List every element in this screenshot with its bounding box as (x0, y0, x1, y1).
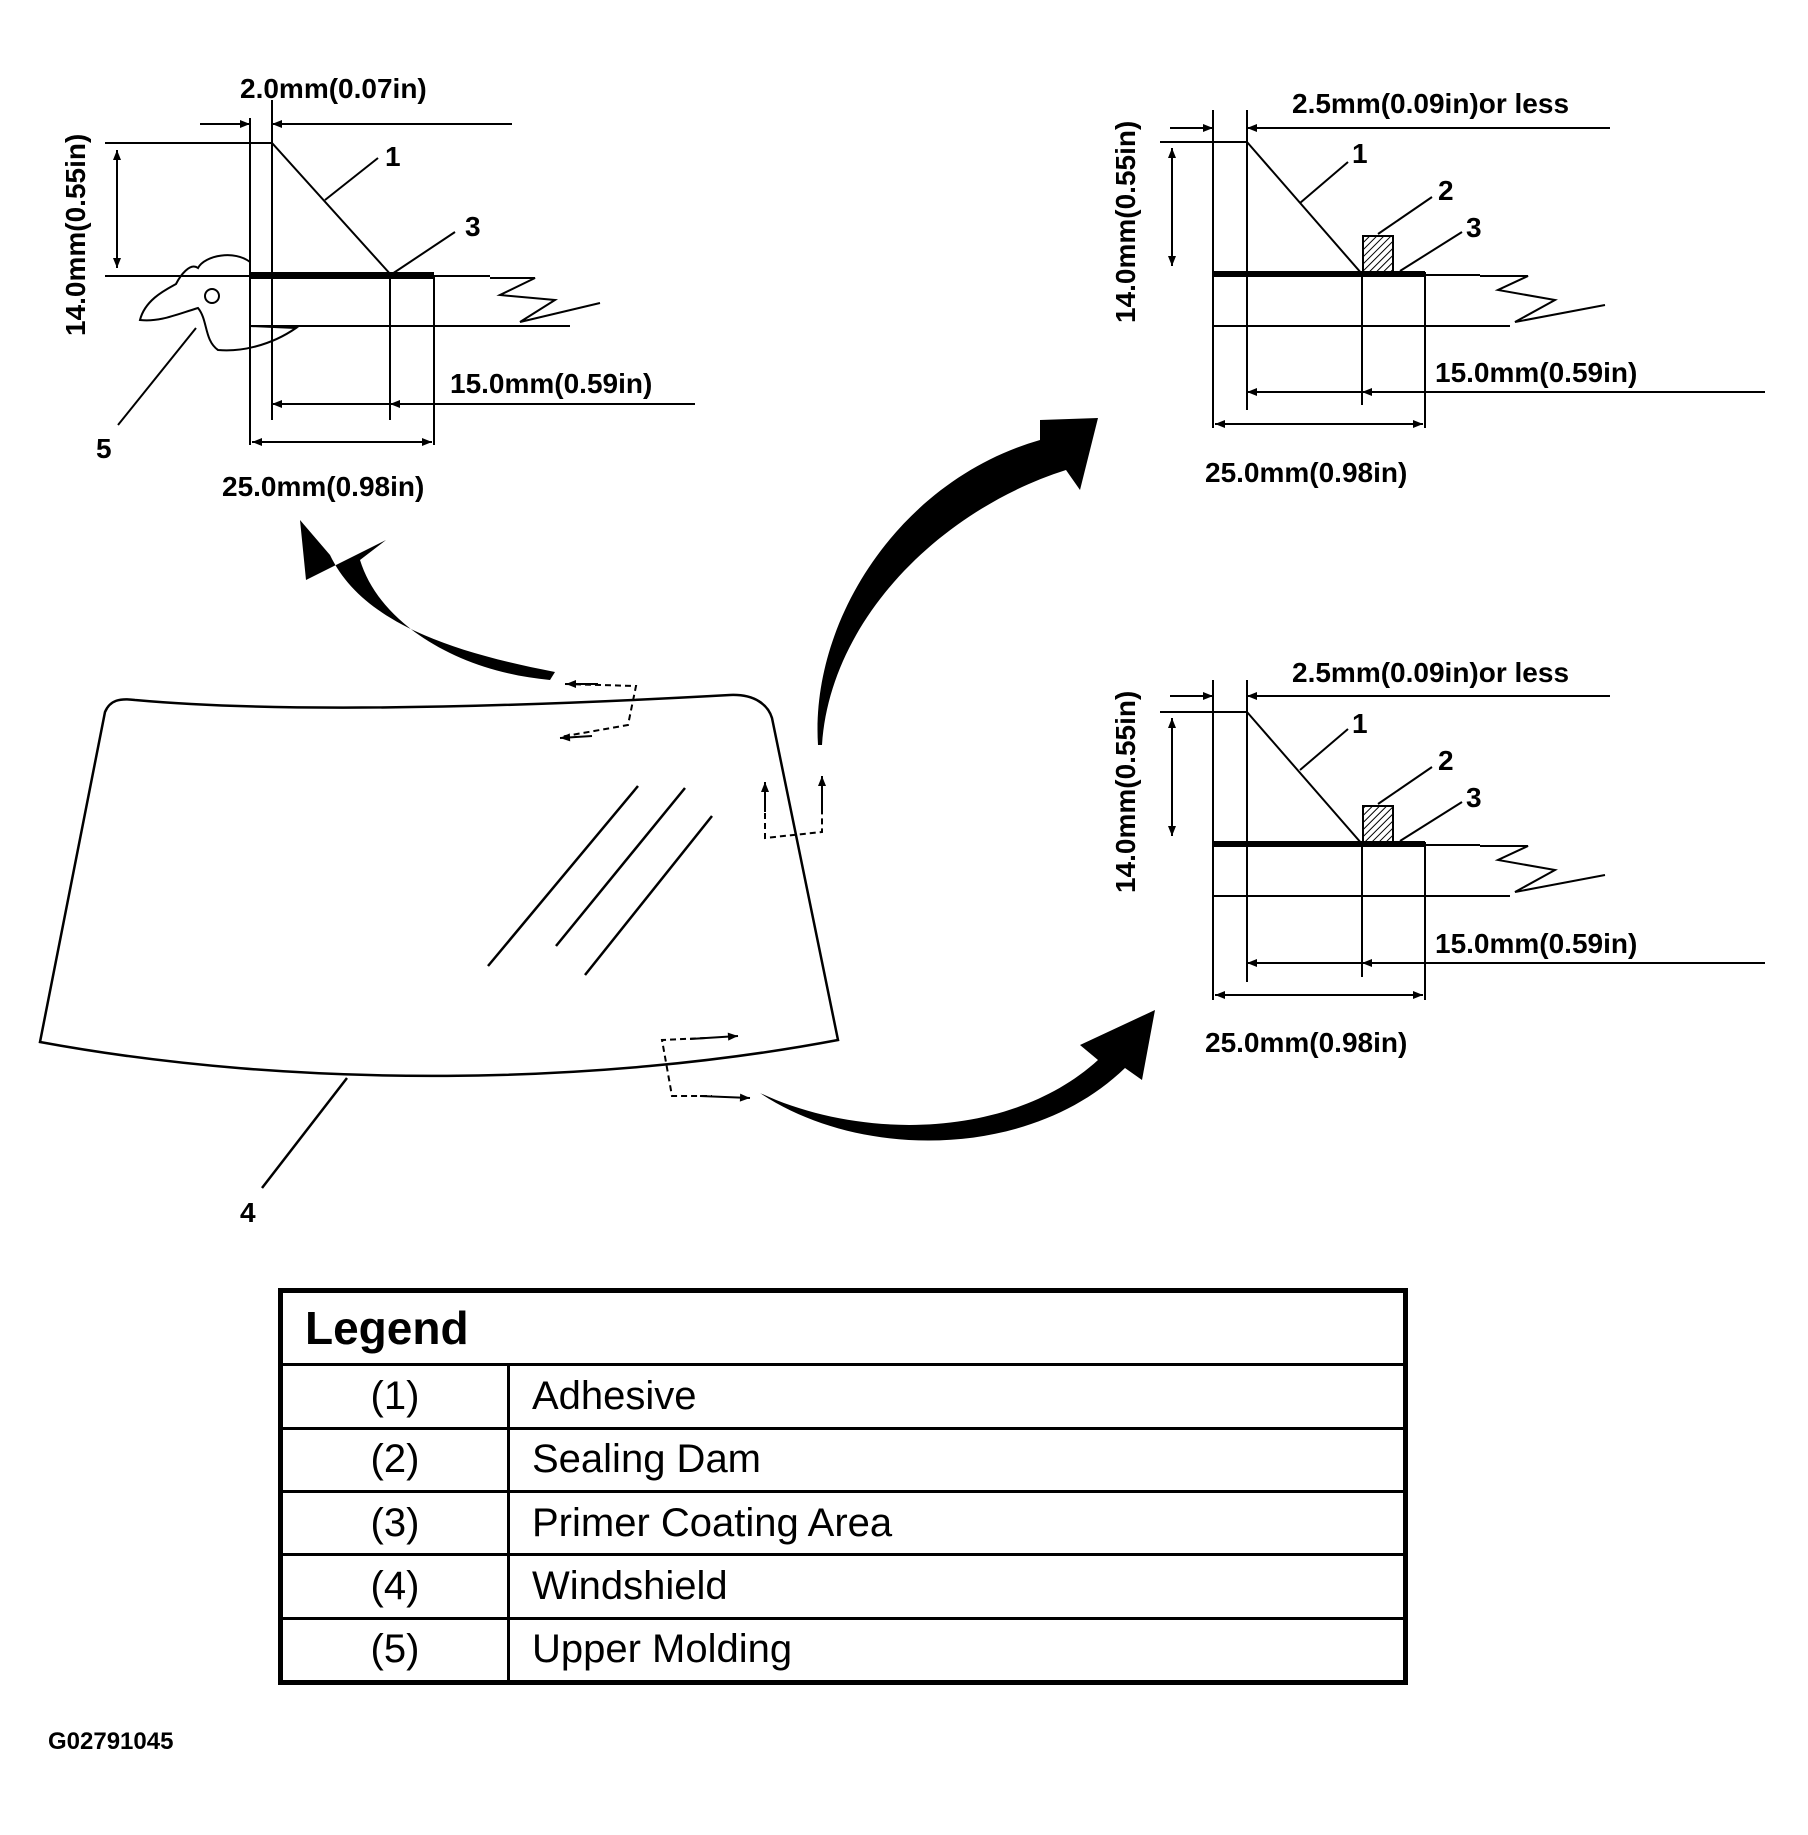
legend-number: (4) (279, 1553, 510, 1620)
legend-number: (5) (279, 1616, 510, 1685)
dim-height-upper: 14.0mm(0.55in) (60, 134, 91, 336)
legend-label: Upper Molding (507, 1616, 1407, 1685)
detail-side (1160, 110, 1765, 428)
legend-row: (1) Adhesive (279, 1363, 1407, 1430)
dim-gap-side: 2.5mm(0.09in)or less (1292, 88, 1569, 119)
callout-1-side: 1 (1352, 138, 1368, 169)
dim-inner-lower: 15.0mm(0.59in) (1435, 928, 1637, 959)
dim-total-upper: 25.0mm(0.98in) (222, 471, 424, 502)
callout-1-lower: 1 (1352, 708, 1368, 739)
callout-2-lower: 2 (1438, 745, 1454, 776)
legend-label: Adhesive (507, 1363, 1407, 1430)
legend-label: Sealing Dam (507, 1426, 1407, 1494)
callout-3-side: 3 (1466, 212, 1482, 243)
callout-4-windshield: 4 (240, 1197, 256, 1228)
legend-row: (3) Primer Coating Area (279, 1489, 1407, 1557)
legend-row: (5) Upper Molding (279, 1616, 1407, 1685)
legend-label: Primer Coating Area (507, 1489, 1407, 1557)
legend-label: Windshield (507, 1553, 1407, 1620)
dim-height-side: 14.0mm(0.55in) (1110, 121, 1141, 323)
callout-3-upper: 3 (465, 211, 481, 242)
callout-3-lower: 3 (1466, 782, 1482, 813)
detail-lower (1160, 680, 1765, 1000)
dim-total-side: 25.0mm(0.98in) (1205, 457, 1407, 488)
callout-1-upper: 1 (385, 141, 401, 172)
arrow-to-lower-detail (760, 1010, 1155, 1141)
legend-title: Legend (279, 1288, 1407, 1367)
callout-5-upper: 5 (96, 433, 112, 464)
curved-arrows (300, 418, 1155, 1141)
legend-number: (2) (279, 1426, 510, 1494)
legend-header-row: Legend (279, 1288, 1407, 1367)
legend-row: (4) Windshield (279, 1553, 1407, 1620)
dim-inner-upper: 15.0mm(0.59in) (450, 368, 652, 399)
dim-total-lower: 25.0mm(0.98in) (1205, 1027, 1407, 1058)
figure-id: G02791045 (48, 1728, 174, 1755)
legend-number: (3) (279, 1489, 510, 1557)
detail-upper (105, 100, 695, 446)
arrow-to-upper-detail (300, 520, 555, 680)
dim-inner-side: 15.0mm(0.59in) (1435, 357, 1637, 388)
dim-gap-upper: 2.0mm(0.07in) (240, 73, 427, 104)
windshield-outline (38, 693, 840, 1189)
dim-height-lower: 14.0mm(0.55in) (1110, 691, 1141, 893)
legend-row: (2) Sealing Dam (279, 1426, 1407, 1494)
dim-gap-lower: 2.5mm(0.09in)or less (1292, 657, 1569, 688)
legend-table: Legend (1) Adhesive (2) Sealing Dam (3) … (278, 1288, 1408, 1685)
arrow-to-side-detail (817, 418, 1098, 745)
callout-2-side: 2 (1438, 175, 1454, 206)
legend-number: (1) (279, 1363, 510, 1430)
section-markers (559, 680, 826, 1102)
